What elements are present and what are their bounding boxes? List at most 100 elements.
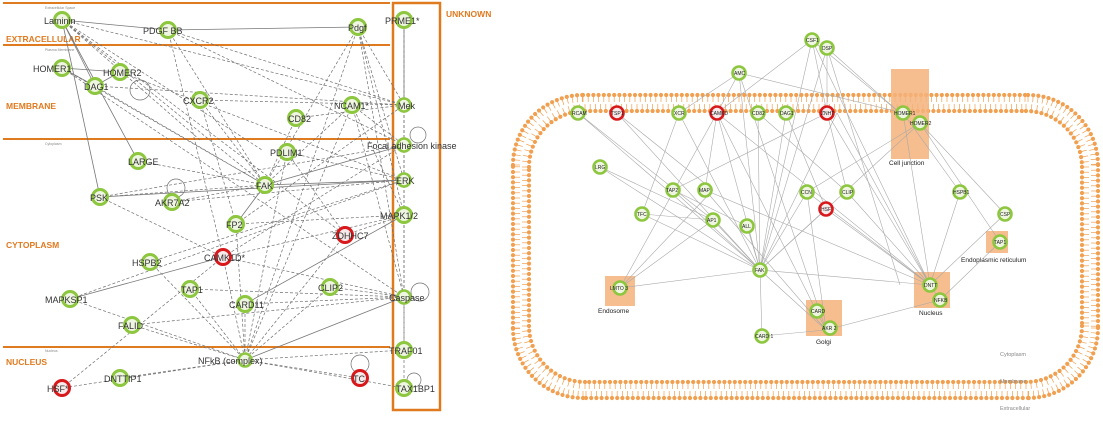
lipid-head xyxy=(527,159,532,164)
node-pdgfbb[interactable]: PDGF BB xyxy=(143,21,183,39)
lipid-head xyxy=(854,395,859,401)
node-homer2[interactable]: HOMER2 xyxy=(103,63,142,81)
rnode-dntt[interactable]: DNTT xyxy=(922,277,938,293)
node-cd82[interactable]: CD82 xyxy=(287,109,311,127)
rnode-lrg[interactable]: LRG xyxy=(592,159,608,175)
compartment-label-nucleus: Nucleus xyxy=(919,310,943,317)
lipid-head xyxy=(737,379,743,385)
node-psk[interactable]: PSK xyxy=(90,188,109,206)
rnode-map[interactable]: MAP xyxy=(697,182,713,198)
svg-text:HOMER1: HOMER1 xyxy=(33,64,72,74)
rnode-xcr[interactable]: XCR xyxy=(671,105,687,121)
node-fak[interactable]: FAK xyxy=(256,176,274,194)
rnode-dsp[interactable]: DSP xyxy=(819,40,835,56)
svg-text:AMC: AMC xyxy=(734,71,746,77)
lipid-head xyxy=(654,379,659,385)
lipid-head xyxy=(593,108,598,114)
node-tc[interactable]: TC xyxy=(351,369,369,387)
node-camk1d[interactable]: CAMK1D* xyxy=(204,248,246,266)
lipid-head xyxy=(510,320,516,325)
rnode-card[interactable]: CARD xyxy=(809,303,826,319)
rnode-tap2[interactable]: TAP2 xyxy=(665,182,681,198)
rnode-cd82[interactable]: CD82 xyxy=(750,105,766,121)
node-pdgf[interactable]: Pdgf xyxy=(348,18,367,36)
rnode-card1[interactable]: CARD 1 xyxy=(754,328,774,344)
node-pdlim1[interactable]: PDLIM1 xyxy=(270,143,303,161)
lipid-head xyxy=(635,395,641,401)
membrane-label-cytoplasm: Cytoplasm xyxy=(1000,352,1026,358)
rnode-amc[interactable]: AMC xyxy=(731,65,747,81)
node-tap1[interactable]: TAP1 xyxy=(181,280,203,298)
node-card11[interactable]: CARD11 xyxy=(229,295,264,313)
node-fp2[interactable]: FP2 xyxy=(226,215,245,233)
lipid-head xyxy=(1079,196,1085,201)
lipid-head xyxy=(513,142,519,147)
node-caspase[interactable]: Caspase xyxy=(389,289,425,305)
node-dnttip1[interactable]: DNTTIP1 xyxy=(104,369,142,387)
rnode-znht[interactable]: ZNHT xyxy=(819,105,835,121)
rnode-all[interactable]: ALL xyxy=(739,218,755,234)
svg-text:LMTO 3: LMTO 3 xyxy=(610,286,628,292)
node-zdhhc7[interactable]: ZDHHC7 xyxy=(332,226,369,244)
rnode-camkd[interactable]: CAMKD xyxy=(709,105,728,121)
lipid-head xyxy=(904,379,909,385)
compartment-label-er: Endoplasmic reticulum xyxy=(961,257,1026,264)
node-nfkb-complex[interactable]: NFkB (complex) xyxy=(198,352,263,368)
node-prmei[interactable]: PRME1* xyxy=(385,11,420,29)
svg-text:TFC: TFC xyxy=(637,212,647,218)
node-hsf[interactable]: HSF* xyxy=(47,379,71,397)
rnode-tsp1[interactable]: TSP1 xyxy=(609,105,625,121)
lipid-head xyxy=(649,379,654,385)
svg-text:DAG1: DAG1 xyxy=(84,82,109,92)
lipid-head xyxy=(744,108,749,114)
rnode-homer1[interactable]: HOMER1 xyxy=(894,105,916,121)
node-mapksp1[interactable]: MAPKSP1 xyxy=(45,290,88,308)
lipid-head xyxy=(745,395,750,401)
lipid-head xyxy=(843,395,849,401)
rnode-csp[interactable]: CSP xyxy=(997,206,1013,222)
node-focal-adhesion-kinase[interactable]: Focal adhesion kinase xyxy=(367,137,457,153)
rnode-lmto3[interactable]: LMTO 3 xyxy=(610,280,628,296)
rnode-clip[interactable]: CLIP xyxy=(839,184,855,200)
node-erk[interactable]: ERK xyxy=(396,172,415,188)
node-laminin[interactable]: Laminin xyxy=(44,11,76,29)
rnode-hspb1[interactable]: HSPB1 xyxy=(952,184,970,200)
node-homer1[interactable]: HOMER1 xyxy=(33,59,72,77)
node-dag1[interactable]: DAG1 xyxy=(84,77,109,95)
svg-text:DNTTIP1: DNTTIP1 xyxy=(104,374,142,384)
lipid-head xyxy=(966,379,971,385)
rnode-rcam[interactable]: RCAM xyxy=(570,105,587,121)
rnode-nfkb[interactable]: NFKB xyxy=(932,292,949,308)
rnode-csf1[interactable]: CSF1 xyxy=(804,32,820,48)
rnode-homer2[interactable]: HOMER2 xyxy=(910,115,932,131)
lipid-head xyxy=(1022,92,1028,98)
node-falid[interactable]: FALID xyxy=(118,316,144,334)
rnode-ap1[interactable]: AP1 xyxy=(705,212,721,228)
lipid-head xyxy=(1095,168,1101,173)
node-akr7a2[interactable]: AKR7A2 xyxy=(155,193,190,211)
rnode-fak[interactable]: FAK xyxy=(752,262,768,278)
node-mapk1-2[interactable]: MAPK1/2 xyxy=(380,206,418,224)
lipid-head xyxy=(1095,156,1100,162)
node-mek[interactable]: Mek xyxy=(396,97,416,113)
node-traf01[interactable]: TRAF01 xyxy=(389,341,423,359)
node-hspb2[interactable]: HSPB2 xyxy=(132,253,162,271)
lipid-head xyxy=(1010,395,1015,401)
rnode-tfc[interactable]: TFC xyxy=(634,206,650,222)
lipid-head xyxy=(526,193,532,199)
rnode-dag1[interactable]: DAG1 xyxy=(778,105,794,121)
lipid-head xyxy=(1048,374,1053,379)
lipid-head xyxy=(784,379,789,385)
rnode-hsf[interactable]: HSF xyxy=(818,201,834,217)
node-cxcr2[interactable]: CXCR2 xyxy=(183,91,214,109)
lipid-head xyxy=(811,108,816,114)
node-tax1bp1[interactable]: TAX1BP1 xyxy=(395,379,435,397)
rnode-ccn[interactable]: CCN xyxy=(799,184,815,200)
lipid-head xyxy=(526,297,532,303)
node-large[interactable]: LARGE xyxy=(128,152,159,170)
rnode-tap1[interactable]: TAP1 xyxy=(992,234,1008,250)
node-clip2[interactable]: CLIP2 xyxy=(318,278,343,296)
rnode-akr2[interactable]: AKR 2 xyxy=(822,320,838,336)
node-ncam1[interactable]: NCAM1* xyxy=(334,96,370,114)
lipid-head xyxy=(1079,227,1085,232)
